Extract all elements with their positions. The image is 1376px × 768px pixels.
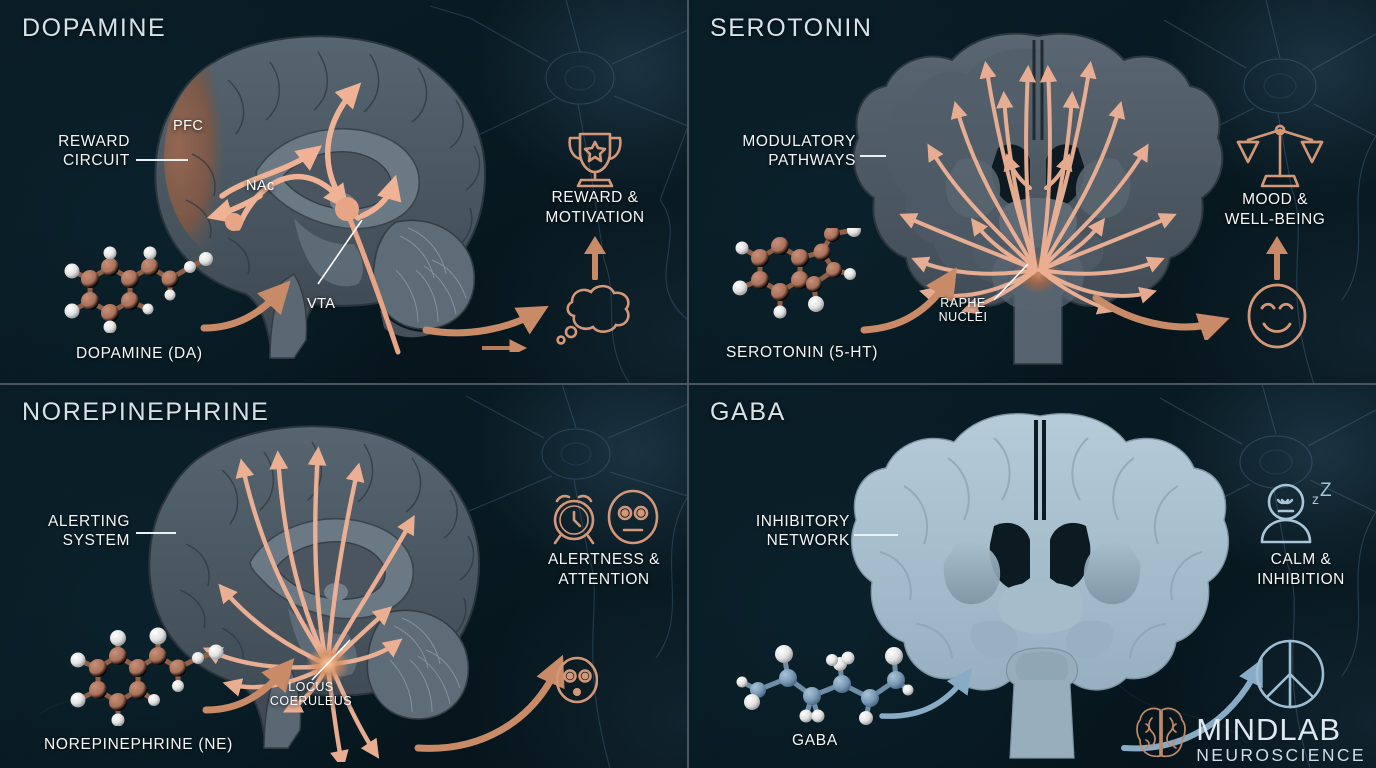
molecule-to-brain-arrow — [860, 267, 958, 334]
neuron-texture-icon — [39, 384, 688, 768]
region-label-vta: VTA — [307, 296, 336, 312]
panel-title-norepinephrine: NOREPINEPHRINE — [22, 398, 270, 426]
molecule-to-brain-arrow — [202, 658, 295, 714]
leader-line-modulatory-pathways — [860, 155, 886, 157]
molecule-to-brain-arrow — [200, 280, 291, 332]
alarm-clock-icon — [553, 494, 595, 545]
pathway-label-inhibitory-network: INHIBITORY NETWORK — [755, 513, 850, 549]
smiley-face-icon — [1247, 283, 1307, 349]
balance-scale-icon — [1236, 124, 1324, 188]
panel-norepinephrine: NOREPINEPHRINE ALERTING SYSTEM LOCUS COE… — [0, 384, 688, 768]
surprised-face-icon — [556, 656, 598, 704]
panel-gaba: GABA INHIBITORY NETWORK — [688, 384, 1376, 768]
region-label-nac: NAc — [246, 178, 275, 194]
outcome-label-gaba: CALM & INHIBITION — [1257, 551, 1345, 588]
wide-eyed-face-icon — [607, 489, 659, 545]
molecule-name-dopamine: DOPAMINE (DA) — [76, 345, 203, 362]
brain-to-outcome-arrow-dopamine — [422, 305, 549, 352]
outcome-label-serotonin: MOOD & WELL-BEING — [1224, 191, 1326, 228]
leader-line-locus-coeruleus — [311, 639, 351, 681]
brain-to-outcome-arrow-serotonin — [1092, 294, 1230, 340]
dopamine-molecule-icon — [64, 246, 213, 333]
panel-title-dopamine: DOPAMINE — [22, 14, 167, 42]
pathway-label-alerting-system: ALERTING SYSTEM — [47, 513, 130, 549]
molecule-name-gaba: GABA — [792, 732, 838, 749]
serotonin-molecule-icon — [732, 228, 861, 319]
outcome-up-arrow-dopamine — [584, 236, 606, 280]
peace-sign-icon — [1255, 639, 1325, 709]
molecule-name-norepinephrine: NOREPINEPHRINE (NE) — [44, 736, 233, 753]
trophy-icon — [568, 132, 622, 188]
leader-line-alerting-system — [136, 532, 176, 534]
pathway-label-reward-circuit: REWARD CIRCUIT — [58, 133, 130, 169]
sleeping-person-icon: z Z — [1260, 480, 1332, 544]
region-label-raphe-nuclei: RAPHE NUCLEI — [938, 296, 988, 324]
region-label-pfc: PFC — [173, 118, 204, 134]
gaba-molecule-icon — [736, 645, 914, 725]
logo-tagline: NEUROSCIENCE — [1196, 744, 1366, 765]
thought-bubble-icon — [556, 284, 630, 345]
outcome-label-dopamine: REWARD & MOTIVATION — [545, 189, 645, 226]
outcome-up-arrow-serotonin — [1266, 236, 1288, 280]
sleep-z-small: z — [1312, 491, 1319, 507]
brain-to-outcome-arrow-norepinephrine — [414, 654, 565, 752]
sleep-z-large: Z — [1320, 480, 1332, 501]
leader-line-inhibitory-network — [854, 534, 898, 536]
norepinephrine-molecule-icon — [70, 627, 224, 726]
molecule-to-brain-arrow — [879, 667, 972, 719]
leader-line-vta — [317, 219, 363, 285]
panel-serotonin: SEROTONIN MODULATORY PATHWAYS RAPHE NUCL… — [688, 0, 1376, 384]
brain-logo-icon — [1136, 707, 1187, 758]
panel-divider-horizontal — [0, 383, 1376, 385]
molecule-name-serotonin: SEROTONIN (5-HT) — [726, 344, 879, 361]
panel-title-gaba: GABA — [710, 398, 786, 426]
region-label-locus-coeruleus: LOCUS COERULEUS — [269, 680, 353, 708]
brain-to-outcome-arrow-gaba — [1121, 658, 1263, 752]
panel-dopamine: DOPAMINE REWARD CIRCUIT PFC NAc VTA — [0, 0, 688, 384]
mindlab-logo: MINDLAB NEUROSCIENCE — [1134, 702, 1366, 764]
logo-name: MINDLAB — [1196, 711, 1342, 747]
leader-line-raphe-nuclei — [993, 263, 1029, 301]
sagittal-brain-illustration — [154, 35, 486, 359]
leader-line-reward-circuit — [136, 159, 188, 161]
pathway-label-modulatory-pathways: MODULATORY PATHWAYS — [742, 133, 856, 169]
panel-title-serotonin: SEROTONIN — [710, 14, 873, 42]
coronal-brain-illustration — [851, 413, 1229, 759]
outcome-label-norepinephrine: ALERTNESS & ATTENTION — [547, 551, 661, 588]
